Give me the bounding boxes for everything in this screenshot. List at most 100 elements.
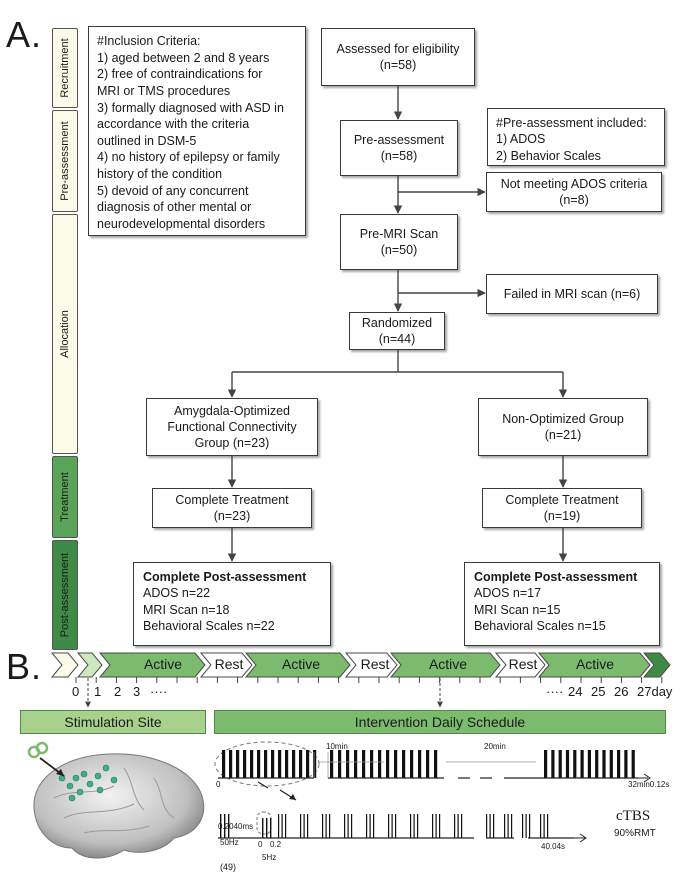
pulse-bar — [220, 814, 222, 838]
group-a-box: Amygdala-Optimized Functional Connectivi… — [146, 398, 318, 456]
pre-assessment-box: Pre-assessment (n=58) — [340, 120, 458, 176]
segment-label: Rest — [214, 656, 244, 672]
pulse-bar — [281, 814, 283, 838]
group-b-post-item: MRI Scan n=15 — [474, 602, 561, 617]
group-b-post-box: Complete Post-assessment ADOS n=17 MRI S… — [464, 562, 660, 646]
timeline-pointers — [85, 678, 443, 708]
failed-mri-box: Failed in MRI scan (n=6) — [486, 274, 658, 314]
day-label: ···· — [150, 684, 168, 699]
group-b-post-item: ADOS n=17 — [474, 586, 542, 601]
pulse-bar — [418, 750, 422, 778]
pulse-bar — [493, 814, 495, 838]
criteria-line: accordance with the criteria — [97, 117, 250, 132]
group-a-post-item: MRI Scan n=18 — [143, 602, 230, 617]
pulse-bar — [264, 750, 268, 778]
pulse-bar — [278, 814, 280, 838]
pulse-bar — [426, 750, 430, 778]
pulse-bar — [511, 814, 513, 838]
day-label: 0 — [72, 684, 80, 699]
stage-treatment: Treatment — [52, 456, 78, 538]
randomized-box: Randomized (n=44) — [349, 312, 445, 350]
pre-assessment-note-item: 2) Behavior Scales — [496, 148, 601, 163]
pulse-bar — [410, 814, 412, 838]
group-b-line: (n=21) — [544, 428, 582, 442]
day-label: 24 — [568, 684, 583, 699]
pulse-bar — [551, 750, 555, 778]
group-a-treatment-title: Complete Treatment — [175, 492, 289, 507]
pulse-bar — [410, 750, 414, 778]
pulse-bar — [344, 814, 346, 838]
criteria-line: diagnosis of other mental or — [97, 200, 252, 215]
timeline-bar — [50, 652, 671, 683]
pulse-bar — [307, 814, 309, 838]
pulse-bar — [313, 750, 317, 778]
pulse-bar — [386, 750, 390, 778]
pulse-bar — [439, 814, 441, 838]
group-b-box: Non-Optimized Group (n=21) — [478, 398, 648, 456]
pulse-bar — [587, 750, 591, 778]
group-a-treatment-box: Complete Treatment (n=23) — [152, 488, 312, 528]
pulse-bar — [306, 750, 310, 778]
pulse-bar — [617, 750, 621, 778]
pulse-bar — [224, 814, 226, 838]
burst-interval-label: 0.2040ms — [218, 822, 254, 831]
timeline-segment-active-2 — [244, 652, 351, 678]
timeline-chevron-pre — [50, 652, 79, 678]
pulse-bar — [329, 814, 331, 838]
start-label: 0 — [216, 780, 221, 789]
pulse-bar — [432, 814, 434, 838]
not-meeting-n: (n=8) — [559, 193, 589, 207]
group-b-treatment-n: (n=19) — [543, 509, 581, 523]
stage-post-assessment: Post-assessment — [52, 540, 78, 650]
train-freq-label: 5Hz — [262, 853, 277, 862]
pulse-schedule — [214, 741, 651, 843]
train-start-label: 0 — [258, 840, 263, 849]
pulse-bar — [262, 818, 264, 838]
pulse-bar — [573, 750, 577, 778]
segment-label: Active — [143, 656, 183, 672]
criteria-line: 2) free of contraindications for — [97, 67, 263, 82]
pulse-bar — [544, 750, 548, 778]
pulse-bar — [354, 750, 358, 778]
pre-assessment-note-item: 1) ADOS — [496, 132, 546, 147]
not-meeting-title: Not meeting ADOS criteria — [500, 176, 648, 191]
segment-label: Rest — [508, 656, 538, 672]
pulse-bar — [525, 814, 527, 838]
group-b-post-item: Behavioral Scales n=15 — [474, 618, 606, 633]
pulse-bar — [507, 814, 509, 838]
pulse-bar — [299, 750, 303, 778]
criteria-line: 3) formally diagnosed with ASD in — [97, 100, 284, 115]
pulse-bar — [285, 814, 287, 838]
pulse-bar — [300, 814, 302, 838]
pre-mri-title: Pre-MRI Scan — [359, 226, 439, 241]
brain-shape — [33, 753, 205, 859]
segment-label: Active — [575, 656, 615, 672]
timeline-segment-rest-3 — [494, 652, 546, 678]
pulse-bar — [631, 750, 635, 778]
protocol-intensity: 90%RMT — [614, 828, 656, 839]
pulse-bar — [543, 814, 545, 838]
timeline-segment-rest-1 — [199, 652, 253, 678]
pulse-bar — [529, 814, 531, 838]
pulse-bar — [373, 814, 375, 838]
train-interval-label: 0.2 — [270, 840, 282, 849]
pulse-bar — [565, 750, 570, 778]
pulse-bar — [278, 750, 282, 778]
brain-gyri — [53, 767, 175, 834]
protocol-name: cTBS — [616, 808, 651, 824]
zoom-ellipse-small — [256, 811, 272, 835]
pre-assessment-note-title: #Pre-assessment included: — [496, 116, 647, 130]
pulse-bar — [338, 750, 342, 778]
timeline-chevron-day0 — [76, 652, 103, 678]
segment-label: Active — [281, 656, 321, 672]
pulse-bar — [504, 814, 506, 838]
flow-connectors — [227, 86, 568, 562]
pre-mri-n: (n=50) — [380, 243, 418, 257]
pulse-bar — [222, 750, 226, 778]
gap-markers — [313, 752, 536, 778]
pulse-bar — [402, 750, 406, 778]
pulse-bar — [270, 818, 272, 838]
pulse-bar — [580, 750, 584, 778]
pulse-bar — [257, 750, 261, 778]
not-meeting-box: Not meeting ADOS criteria (n=8) — [486, 172, 662, 212]
